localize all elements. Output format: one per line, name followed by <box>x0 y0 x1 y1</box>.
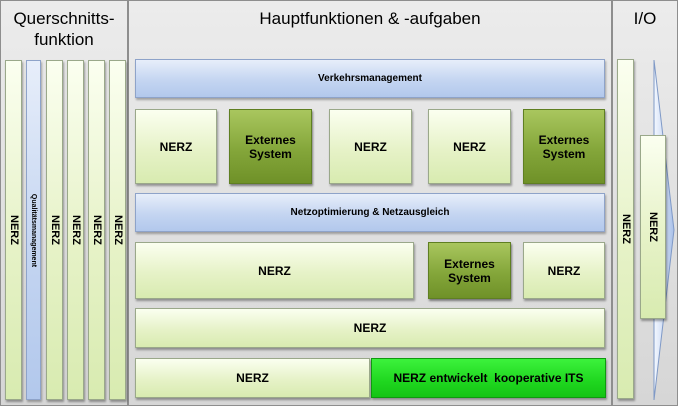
row2-external-system-1: Externes System <box>229 109 312 184</box>
traffic-management-bar: Verkehrsmanagement <box>135 59 605 98</box>
network-optimization-bar: Netzoptimierung & Netzausgleich <box>135 193 605 232</box>
row5-nerz-full: NERZ <box>135 308 605 348</box>
cross-bar-nerz-4: NERZ <box>88 60 105 400</box>
cross-bar-nerz-2: NERZ <box>46 60 63 400</box>
main-functions-heading: Hauptfunktionen & -aufgaben <box>259 9 481 28</box>
io-heading: I/O <box>633 9 657 28</box>
cross-function-heading: Querschnitts- funktion <box>13 9 115 49</box>
row2-nerz-3: NERZ <box>428 109 511 184</box>
io-bar-nerz-1: NERZ <box>617 59 634 399</box>
cross-bar-nerz-1: NERZ <box>5 60 22 400</box>
row6-nerz: NERZ <box>135 358 370 398</box>
row6-cooperative-its: NERZ entwickelt kooperative ITS <box>371 358 606 398</box>
cross-bar-quality-management: Qualitätsmanagement <box>26 60 41 400</box>
row2-nerz-2: NERZ <box>329 109 412 184</box>
cross-bar-nerz-3: NERZ <box>67 60 84 400</box>
row4-nerz-wide: NERZ <box>135 242 414 299</box>
row2-nerz-1: NERZ <box>135 109 217 184</box>
row2-external-system-2: Externes System <box>523 109 605 184</box>
row4-nerz-small: NERZ <box>523 242 605 299</box>
io-bar-nerz-2: NERZ <box>640 135 666 319</box>
cross-bar-nerz-5: NERZ <box>109 60 126 400</box>
row4-external-system: Externes System <box>428 242 511 299</box>
